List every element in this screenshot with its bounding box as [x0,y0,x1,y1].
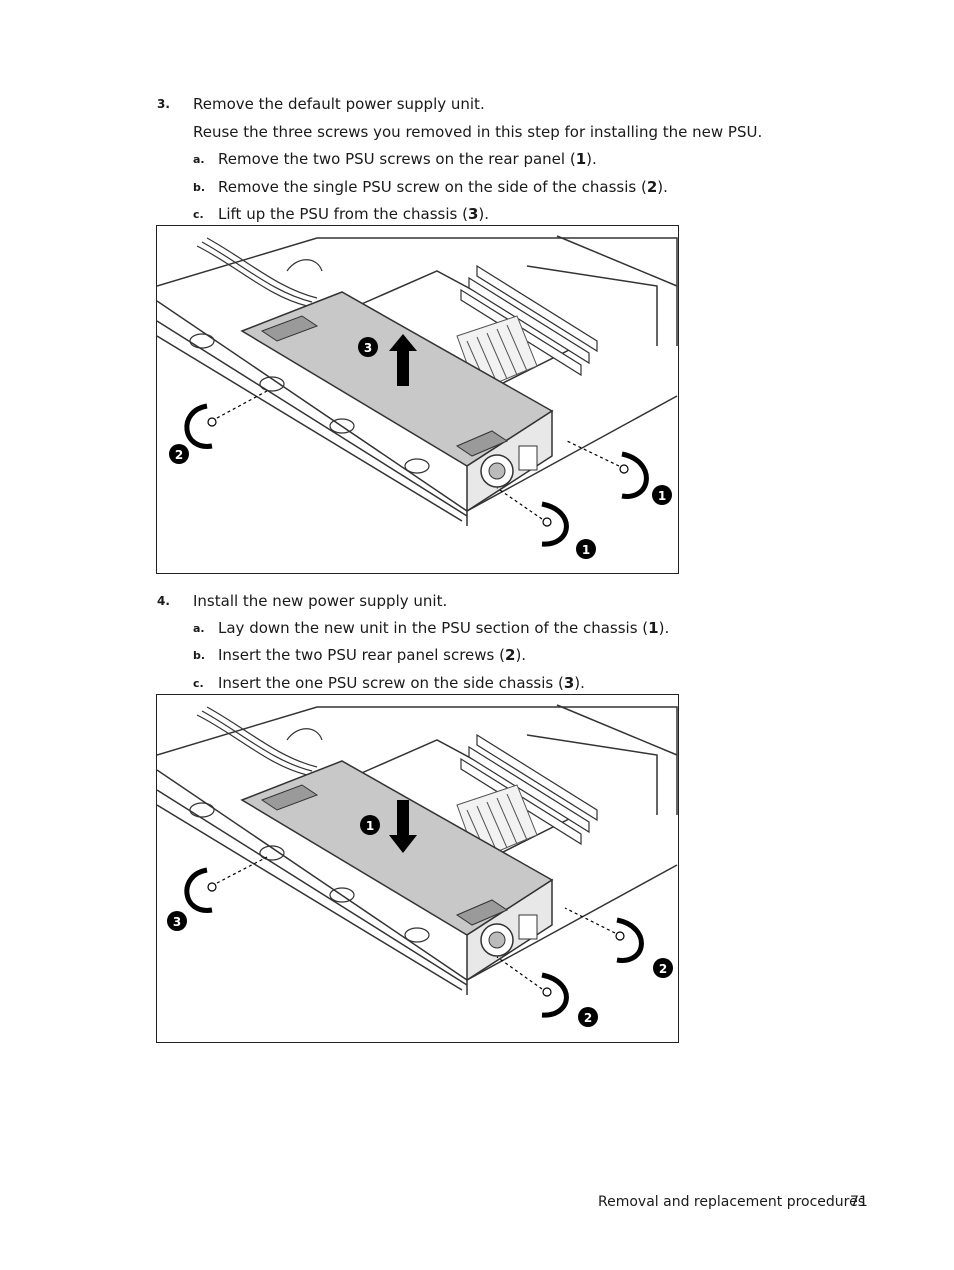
psu-unit [240,760,554,982]
step-3b-letter: b. [193,181,206,194]
svg-text:1: 1 [582,543,590,557]
psu-cables [196,237,323,307]
step-3a-letter: a. [193,153,205,166]
callout-badge-lift: 3 [358,337,378,357]
step-3-number: 3. [157,97,170,111]
callout-badge-lower: 1 [360,815,380,835]
step-3c-text: Lift up the PSU from the chassis (3). [218,205,489,223]
svg-text:3: 3 [173,915,181,929]
chassis-side-holes [189,802,430,943]
chassis-drawing [157,235,678,526]
callout-badge-rear-screw-bottom: 1 [576,539,596,559]
svg-text:1: 1 [658,489,666,503]
screw-rotation-arrows [184,403,649,547]
step-4c-text: Insert the one PSU screw on the side cha… [218,674,585,692]
step-4c-letter: c. [193,677,204,690]
step-4a-text: Lay down the new unit in the PSU section… [218,619,670,637]
step-3-note: Reuse the three screws you removed in th… [193,123,763,141]
callout-badge-side-screw: 2 [169,444,189,464]
install-psu-illustration: 1 3 2 2 [156,694,679,1043]
svg-text:2: 2 [175,448,183,462]
step-4b-letter: b. [193,649,206,662]
screw-rotation-arrows [184,867,644,1018]
callout-badge-rear-screw-top: 1 [652,485,672,505]
svg-text:3: 3 [364,341,372,355]
lower-arrow [389,800,417,853]
step-4-text: Install the new power supply unit. [193,592,448,610]
step-4-number: 4. [157,594,170,608]
callout-badge-side-screw: 3 [167,911,187,931]
lift-arrow [389,334,417,386]
footer-section-title: Removal and replacement procedures [598,1194,866,1210]
screw-icons [207,390,629,527]
step-4b-text: Insert the two PSU rear panel screws (2)… [218,646,527,664]
screw-icons [207,856,625,997]
step-3c-letter: c. [193,208,204,221]
svg-text:2: 2 [659,962,667,976]
footer-page-number: 71 [850,1194,868,1210]
step-3-text: Remove the default power supply unit. [193,95,485,113]
step-3b-text: Remove the single PSU screw on the side … [218,178,668,196]
svg-text:2: 2 [584,1011,592,1025]
psu-cables [196,706,323,776]
step-4a-letter: a. [193,622,205,635]
svg-text:1: 1 [366,819,374,833]
remove-psu-illustration: 3 2 1 1 [156,225,679,574]
callout-badge-rear-screw-top: 2 [653,958,673,978]
step-3a-text: Remove the two PSU screws on the rear pa… [218,150,597,168]
callout-badge-rear-screw-bottom: 2 [578,1007,598,1027]
chassis-side-holes [189,333,430,474]
